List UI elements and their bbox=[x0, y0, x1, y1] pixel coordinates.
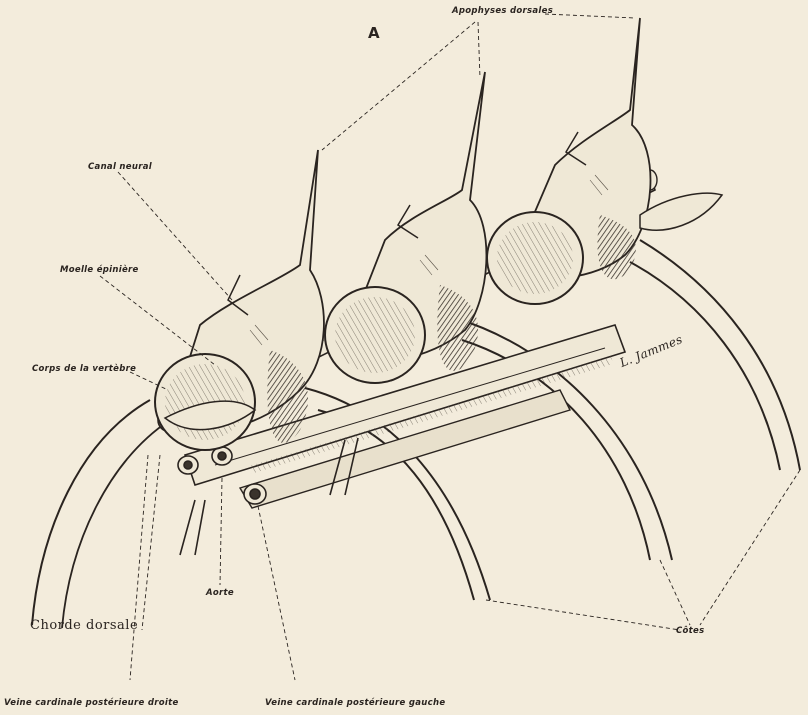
vertebra-3 bbox=[487, 18, 722, 304]
label-corps-vertebre: Corps de la vertèbre bbox=[32, 364, 136, 374]
label-aorte: Aorte bbox=[206, 588, 234, 598]
label-apophyses-dorsales: Apophyses dorsales bbox=[452, 6, 553, 16]
rib-3 bbox=[640, 240, 800, 470]
rib-1 bbox=[32, 400, 150, 625]
label-veine-gauche: Veine cardinale postérieure gauche bbox=[265, 698, 445, 708]
vertebra-1 bbox=[155, 150, 324, 450]
label-veine-droite: Veine cardinale postérieure droite bbox=[4, 698, 179, 708]
panel-letter: A bbox=[368, 24, 380, 42]
label-cotes: Côtes bbox=[676, 626, 704, 636]
vertebra-2 bbox=[325, 72, 486, 383]
label-moelle-epiniere: Moelle épinière bbox=[60, 265, 139, 275]
label-chorde-dorsale: Chorde dorsale bbox=[30, 618, 138, 633]
label-canal-neural: Canal neural bbox=[88, 162, 152, 172]
